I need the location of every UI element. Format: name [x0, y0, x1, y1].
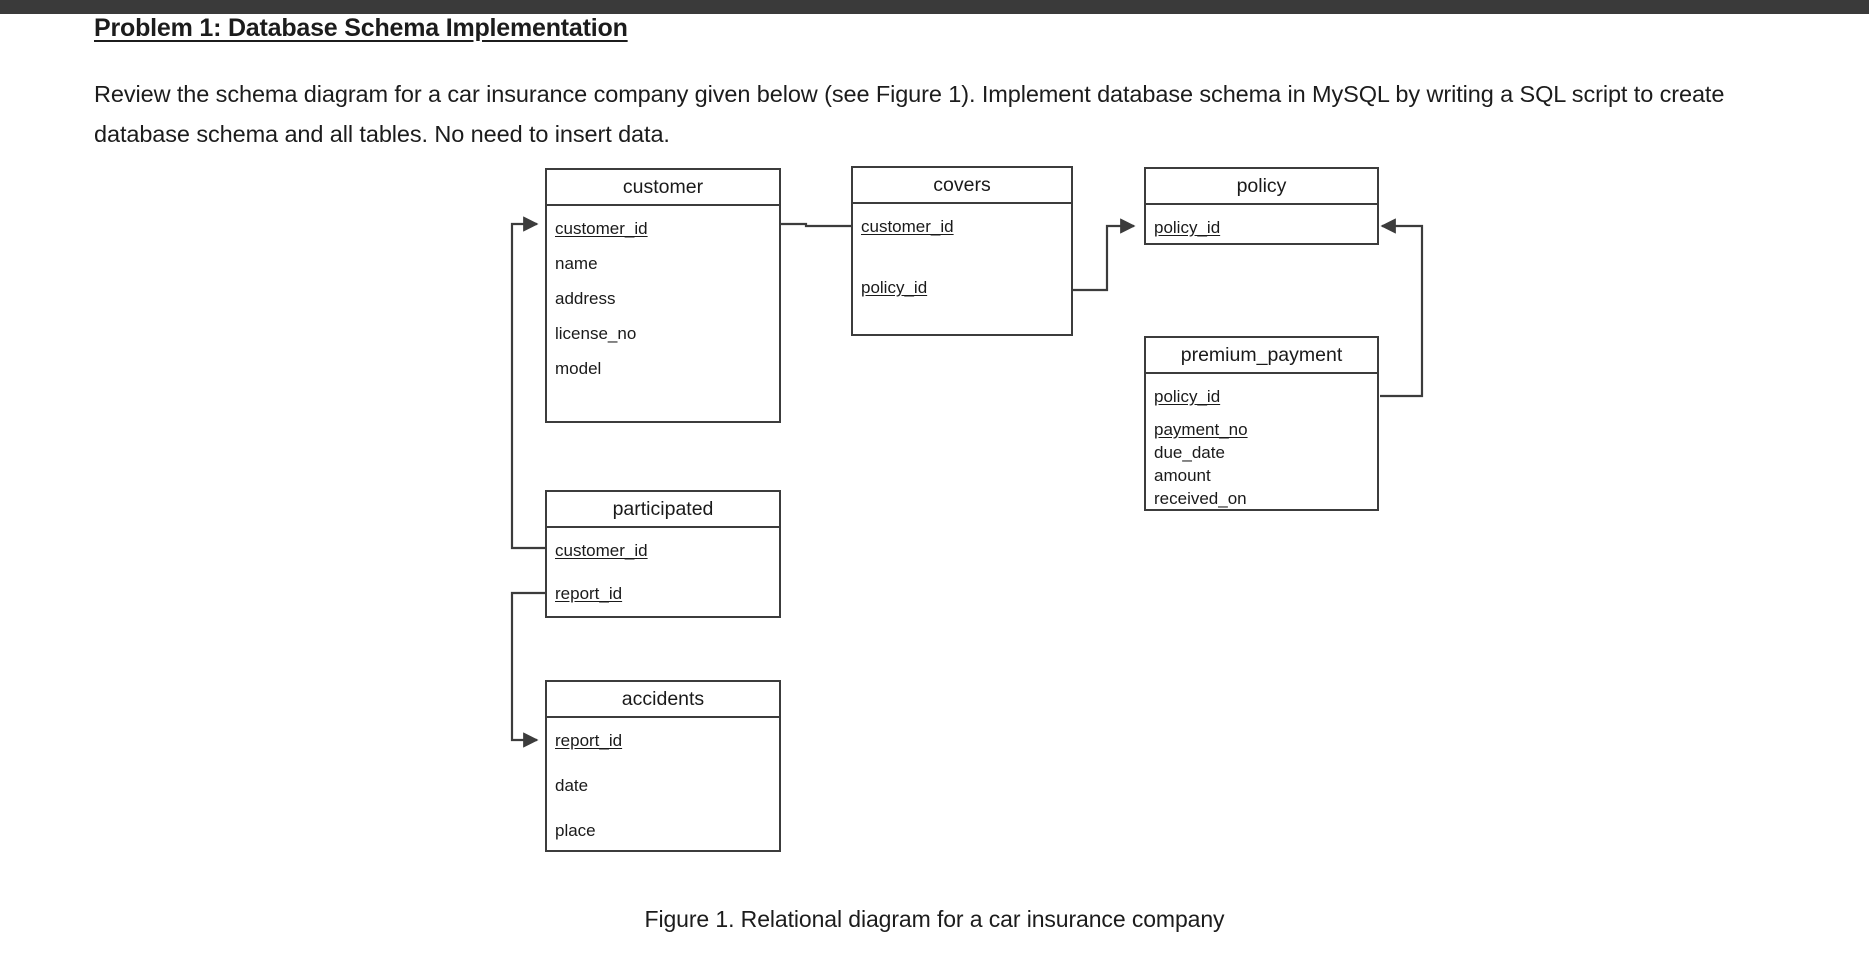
attr-covers-policy_id: policy_id	[861, 278, 928, 297]
attr-policy-policy_id: policy_id	[1154, 218, 1221, 237]
connector-participated-to-customer	[510, 216, 545, 550]
attr-customer-address: address	[555, 289, 616, 308]
entity-policy[interactable]: policy policy_id	[1144, 167, 1379, 245]
attr-premium-payment-policy_id: policy_id	[1154, 387, 1221, 406]
entity-participated-title: participated	[547, 492, 779, 528]
entity-accidents-attributes: report_id date place	[547, 732, 779, 839]
figure-caption: Figure 1. Relational diagram for a car i…	[644, 906, 1225, 932]
entity-policy-attributes: policy_id	[1146, 219, 1377, 236]
attr-premium-payment-amount: amount	[1154, 466, 1211, 485]
entity-accidents[interactable]: accidents report_id date place	[545, 680, 781, 852]
intro-paragraph: Review the schema diagram for a car insu…	[94, 81, 1725, 147]
connector-premium-payment-to-policy	[1380, 218, 1424, 398]
page-title: Problem 1: Database Schema Implementatio…	[94, 14, 628, 42]
attr-accidents-place: place	[555, 821, 596, 840]
attr-premium-payment-received_on: received_on	[1154, 489, 1247, 508]
entity-customer-attributes: customer_id name address license_no mode…	[547, 220, 779, 377]
entity-premium-payment[interactable]: premium_payment policy_id payment_no due…	[1144, 336, 1379, 511]
entity-covers[interactable]: covers customer_id policy_id	[851, 166, 1073, 336]
entity-policy-title: policy	[1146, 169, 1377, 205]
attr-customer-name: name	[555, 254, 598, 273]
entity-covers-title: covers	[853, 168, 1071, 204]
entity-participated[interactable]: participated customer_id report_id	[545, 490, 781, 618]
entity-customer-title-dup: customer	[547, 170, 779, 206]
attr-participated-report_id: report_id	[555, 584, 623, 603]
attr-premium-payment-payment_no: payment_no	[1154, 420, 1248, 439]
entity-premium-payment-title: premium_payment	[1146, 338, 1377, 374]
attr-covers-customer_id: customer_id	[861, 217, 954, 236]
attr-customer-model: model	[555, 359, 602, 378]
entity-accidents-title: accidents	[547, 682, 779, 718]
top-dark-bar	[0, 0, 1869, 14]
attr-premium-payment-due_date: due_date	[1154, 443, 1225, 462]
attr-customer-license_no: license_no	[555, 324, 637, 343]
attr-participated-customer_id: customer_id	[555, 541, 648, 560]
connector-participated-to-accidents	[510, 591, 545, 748]
entity-premium-payment-attributes: policy_id payment_no due_date amount rec…	[1146, 388, 1377, 507]
attr-customer-customer_id: customer_id	[555, 219, 648, 238]
entity-covers-attributes: customer_id policy_id	[853, 218, 1071, 296]
attr-accidents-report_id: report_id	[555, 731, 623, 750]
connector-covers-to-policy	[1072, 218, 1136, 292]
attr-accidents-date: date	[555, 776, 589, 795]
entity-participated-attributes: customer_id report_id	[547, 542, 779, 602]
entity-customer-body[interactable]: customer customer_id name address licens…	[545, 168, 781, 423]
